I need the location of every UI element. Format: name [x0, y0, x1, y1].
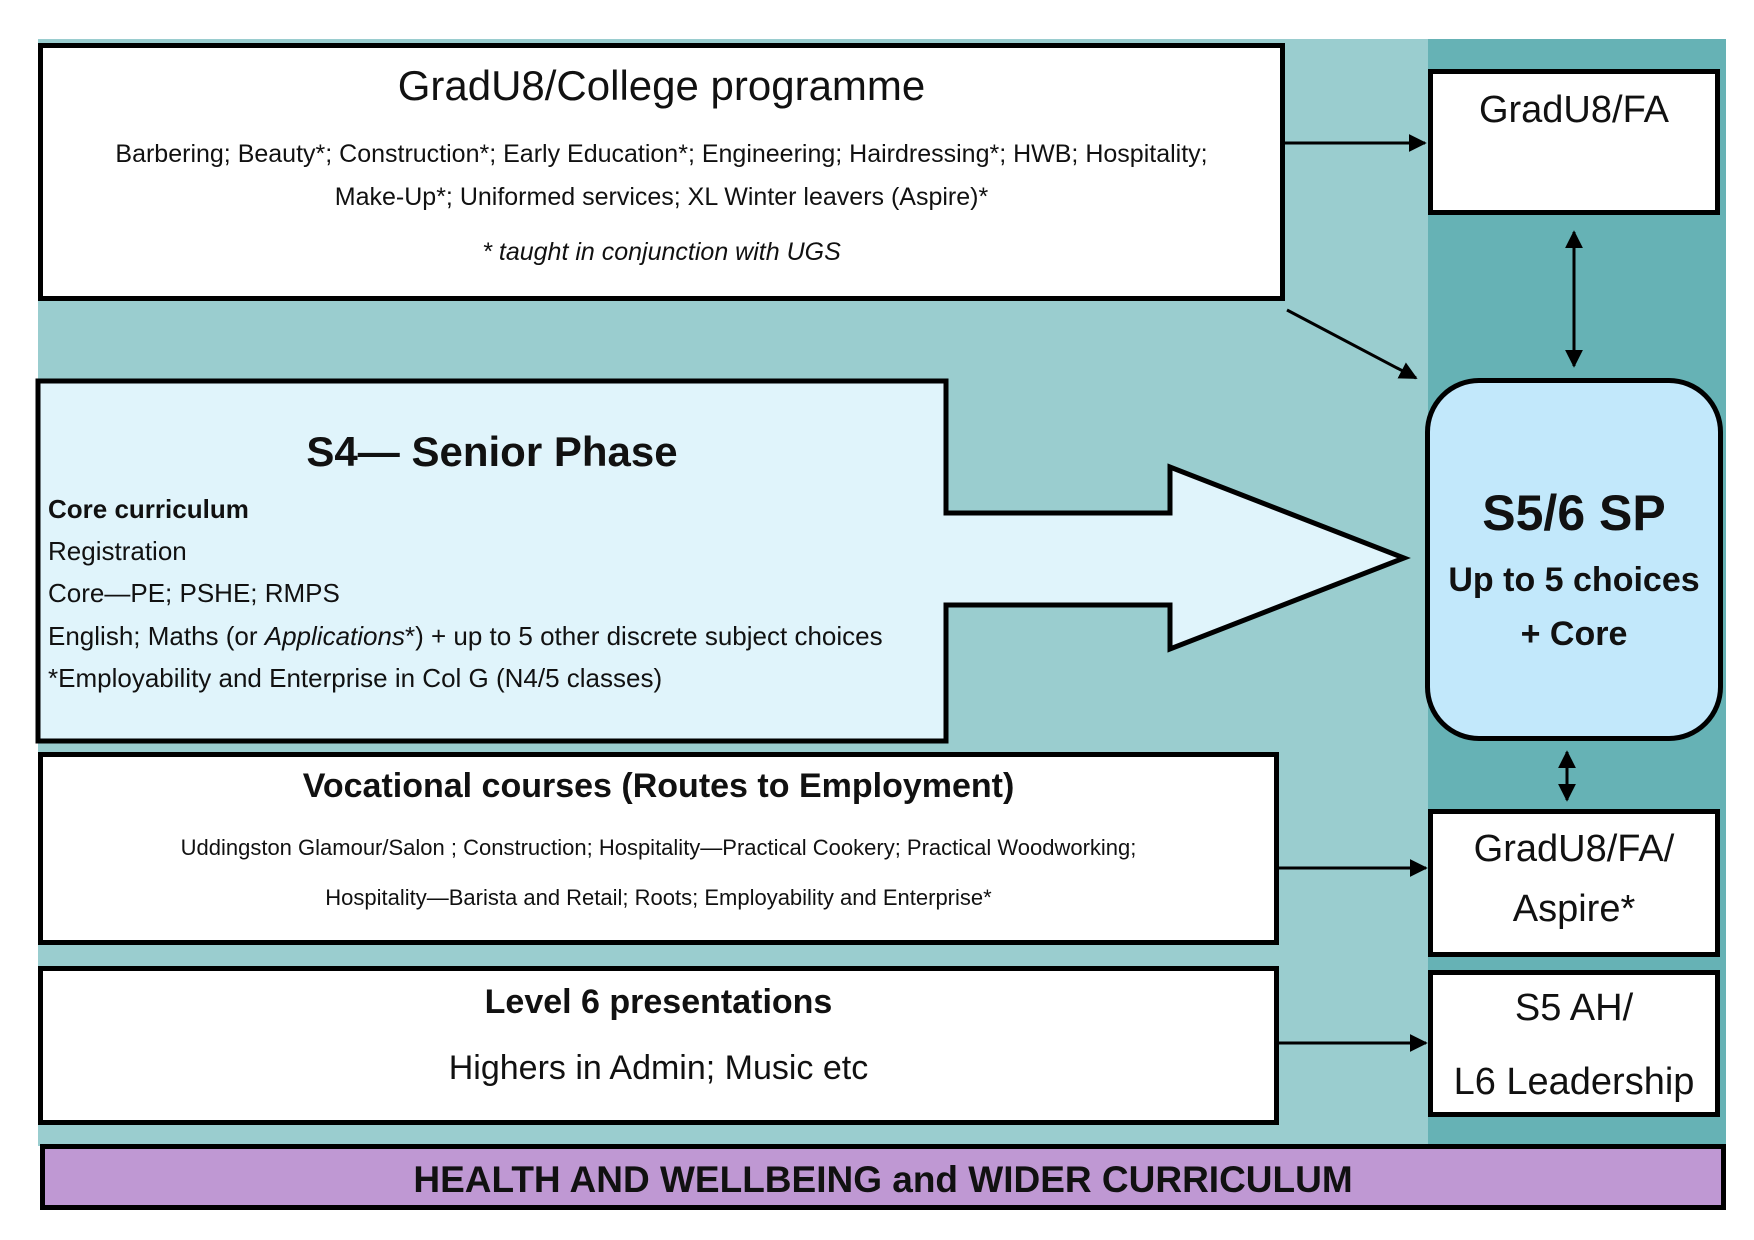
- s56-title: S5/6 SP: [1482, 485, 1666, 541]
- hwb-wider-curriculum-band: HEALTH AND WELLBEING and WIDER CURRICULU…: [40, 1144, 1726, 1210]
- gradu8-college-box: GradU8/College programme Barbering; Beau…: [38, 43, 1285, 301]
- vocational-line-1: Uddingston Glamour/Salon ; Construction;…: [180, 835, 1137, 860]
- level6-title: Level 6 presentations: [484, 983, 833, 1021]
- s4-subjects-part-1: English; Maths (or: [48, 621, 265, 651]
- s4-senior-phase-content: S4— Senior Phase Core curriculum Registr…: [48, 428, 948, 728]
- gradu8-fa-title: GradU8/FA: [1478, 89, 1670, 131]
- s4-employability: *Employability and Enterprise in Col G (…: [48, 663, 663, 693]
- gradu8-fa-aspire-line-2: Aspire*: [1512, 888, 1636, 930]
- s5-ah-box: S5 AH/ L6 Leadership: [1428, 970, 1720, 1117]
- gradu8-college-courses-line-2: Make-Up*; Uniformed services; XL Winter …: [334, 183, 989, 211]
- hwb-title: HEALTH AND WELLBEING and WIDER CURRICULU…: [413, 1159, 1353, 1200]
- gradu8-fa-box: GradU8/FA: [1428, 69, 1720, 215]
- gradu8-college-note: * taught in conjunction with UGS: [482, 238, 841, 266]
- gradu8-fa-aspire-box: GradU8/FA/ Aspire*: [1428, 809, 1720, 957]
- s4-arrow-shape: [35, 378, 1411, 744]
- gradu8-college-title: GradU8/College programme: [397, 62, 926, 109]
- s4-senior-phase-arrow: [35, 378, 1411, 744]
- s5-ah-line-1: S5 AH/: [1514, 987, 1634, 1029]
- s56-sp-box: S5/6 SP Up to 5 choices + Core: [1425, 378, 1723, 741]
- vocational-courses-box: Vocational courses (Routes to Employment…: [38, 752, 1279, 945]
- level6-presentations-box: Level 6 presentations Highers in Admin; …: [38, 966, 1279, 1125]
- s4-core-heading: Core curriculum: [48, 494, 249, 524]
- s56-choices: Up to 5 choices: [1448, 561, 1700, 599]
- level6-line-1: Highers in Admin; Music etc: [448, 1049, 869, 1087]
- s4-subjects-applications: Applications: [264, 621, 405, 651]
- s4-registration: Registration: [48, 536, 187, 566]
- s5-ah-line-2: L6 Leadership: [1453, 1061, 1695, 1103]
- s4-core: Core—PE; PSHE; RMPS: [48, 578, 340, 608]
- s4-subjects: English; Maths (or Applications*) + up t…: [48, 621, 883, 652]
- gradu8-college-courses-line-1: Barbering; Beauty*; Construction*; Early…: [115, 140, 1208, 168]
- vocational-line-2: Hospitality—Barista and Retail; Roots; E…: [325, 885, 992, 910]
- s4-subjects-part-2: *) + up to 5 other discrete subject choi…: [404, 621, 883, 651]
- vocational-title: Vocational courses (Routes to Employment…: [302, 767, 1015, 805]
- s56-core: + Core: [1520, 615, 1628, 653]
- gradu8-fa-aspire-line-1: GradU8/FA/: [1473, 828, 1675, 870]
- s4-title: S4— Senior Phase: [306, 428, 678, 475]
